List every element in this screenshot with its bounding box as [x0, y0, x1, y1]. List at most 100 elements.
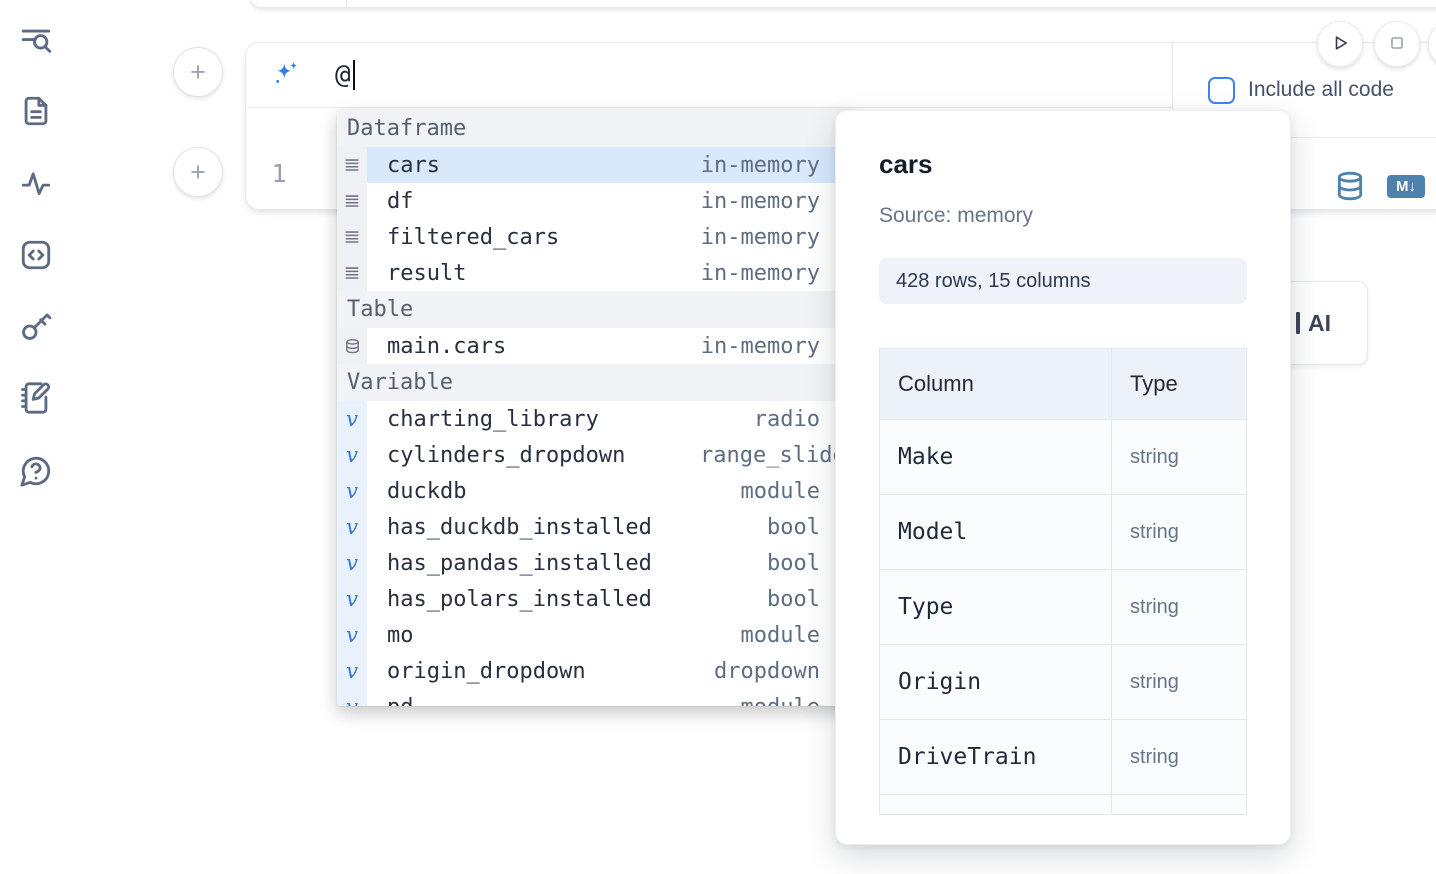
preview-table-row: DriveTrain string	[880, 720, 1246, 795]
item-type: in-memory	[700, 152, 820, 178]
item-name: has_duckdb_installed	[387, 514, 652, 540]
database-icon[interactable]	[1334, 170, 1366, 205]
variable-glyph: v	[346, 658, 358, 683]
autocomplete-item-charting_library[interactable]: v charting_library radio	[337, 401, 857, 437]
item-name: has_pandas_installed	[387, 550, 652, 576]
item-type: in-memory	[700, 333, 820, 359]
item-type: bool	[767, 586, 820, 612]
item-type: in-memory	[700, 260, 820, 286]
variable-icon: v	[337, 509, 367, 545]
variable-icon: v	[337, 653, 367, 689]
variable-icon: v	[337, 473, 367, 509]
text-caret	[352, 60, 355, 90]
variable-glyph: v	[346, 696, 358, 706]
run-cell-button[interactable]	[1317, 21, 1363, 67]
item-type: module	[740, 478, 820, 504]
dataframe-icon	[337, 255, 367, 291]
sidebar-item-scratchpad[interactable]	[17, 380, 55, 418]
preview-column-header: Column	[880, 349, 1112, 419]
stop-cell-button[interactable]	[1374, 21, 1420, 67]
variable-icon: v	[337, 437, 367, 473]
variable-icon: v	[337, 401, 367, 437]
sidebar-item-dependencies[interactable]	[17, 165, 55, 203]
sidebar-item-files[interactable]	[17, 93, 55, 131]
preview-source: Source: memory	[879, 204, 1034, 227]
item-type: bool	[767, 550, 820, 576]
autocomplete-item-has_pandas_installed[interactable]: v has_pandas_installed bool	[337, 545, 857, 581]
item-name: has_polars_installed	[387, 586, 652, 612]
item-type: dropdown	[714, 658, 820, 684]
column-name-cell: Model	[880, 495, 1112, 569]
preview-table-row	[880, 795, 1246, 814]
dataframe-icon	[337, 147, 367, 183]
autocomplete-item-has_polars_installed[interactable]: v has_polars_installed bool	[337, 581, 857, 617]
autocomplete-section-table: Table	[337, 291, 857, 328]
column-name-cell: Make	[880, 420, 1112, 494]
preview-table-header-row: Column Type	[880, 349, 1246, 420]
column-type-cell	[1112, 795, 1246, 814]
autocomplete-item-main.cars[interactable]: main.cars in-memory	[337, 328, 857, 364]
code-square-icon	[19, 240, 53, 275]
autocomplete-section-dataframe: Dataframe	[337, 110, 857, 147]
item-name: result	[387, 260, 467, 286]
item-type: module	[740, 622, 820, 648]
autocomplete-item-df[interactable]: df in-memory	[337, 183, 857, 219]
item-type: in-memory	[700, 224, 820, 250]
item-type: bool	[767, 514, 820, 540]
preview-title: cars	[879, 149, 933, 179]
markdown-icon[interactable]: M↓	[1387, 175, 1425, 198]
variable-glyph: v	[346, 586, 358, 611]
include-all-code-checkbox[interactable]	[1208, 76, 1235, 104]
activity-icon	[19, 171, 53, 203]
file-text-icon	[19, 96, 53, 131]
column-name-cell: DriveTrain	[880, 720, 1112, 794]
dataframe-preview-panel: cars Source: memory 428 rows, 15 columns…	[835, 110, 1291, 845]
sidebar-item-secrets[interactable]	[17, 308, 55, 346]
item-name: filtered_cars	[387, 224, 560, 250]
variable-glyph: v	[346, 622, 358, 647]
stop-icon	[1385, 31, 1409, 58]
variable-icon: v	[337, 689, 367, 706]
item-name: cars	[387, 152, 440, 178]
item-name: charting_library	[387, 406, 599, 432]
sidebar-item-help[interactable]	[17, 453, 55, 491]
variable-glyph: v	[346, 514, 358, 539]
column-type-cell: string	[1130, 521, 1179, 543]
autocomplete-item-cars[interactable]: cars in-memory	[337, 147, 857, 183]
preview-column-header: Type	[1130, 371, 1178, 396]
item-name: cylinders_dropdown	[387, 442, 626, 468]
play-icon	[1328, 31, 1352, 58]
item-name: duckdb	[387, 478, 467, 504]
column-name-cell	[880, 795, 1112, 814]
sparkles-icon	[272, 59, 300, 92]
column-type-cell: string	[1130, 596, 1179, 618]
variable-icon: v	[337, 545, 367, 581]
item-name: df	[387, 188, 414, 214]
autocomplete-item-result[interactable]: result in-memory	[337, 255, 857, 291]
variable-glyph: v	[346, 406, 358, 431]
autocomplete-item-filtered_cars[interactable]: filtered_cars in-memory	[337, 219, 857, 255]
item-name: main.cars	[387, 333, 507, 359]
column-type-cell: string	[1130, 746, 1179, 768]
add-cell-below-button[interactable]: +	[173, 147, 223, 197]
add-cell-above-button[interactable]: +	[173, 47, 223, 97]
variable-glyph: v	[346, 550, 358, 575]
autocomplete-item-pd[interactable]: vpdmodule	[337, 689, 857, 706]
variable-icon: v	[337, 581, 367, 617]
item-type: radio	[753, 406, 820, 432]
dataframe-icon	[337, 219, 367, 255]
prompt-options: Include all code	[1172, 43, 1436, 138]
ai-prompt-input[interactable]: @	[246, 43, 1172, 108]
variable-glyph: v	[346, 442, 358, 467]
sidebar-item-snippets[interactable]	[17, 237, 55, 275]
column-type-cell: string	[1130, 446, 1179, 468]
sidebar-item-explorer-search[interactable]	[17, 23, 55, 61]
variable-icon: v	[337, 617, 367, 653]
autocomplete-item-has_duckdb_installed[interactable]: v has_duckdb_installed bool	[337, 509, 857, 545]
item-type: in-memory	[700, 188, 820, 214]
